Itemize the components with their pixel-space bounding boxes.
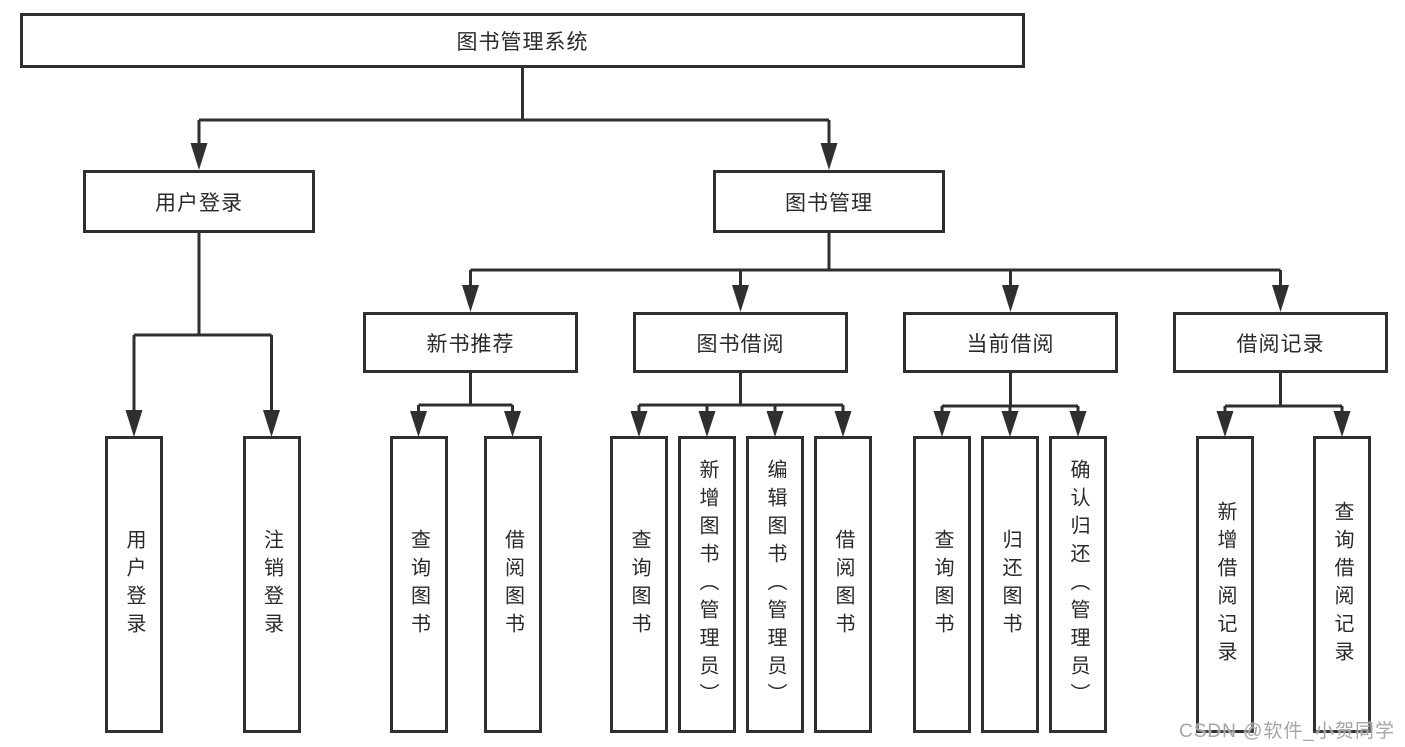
leaf-label: 查询图书 [931, 528, 953, 641]
leaf-edit-books-admin: 编辑图书（管理员） [746, 436, 804, 733]
leaf-add-borrow-record: 新增借阅记录 [1196, 436, 1254, 733]
connector-book-borrow-children [630, 373, 852, 437]
leaf-label: 注销登录 [260, 528, 283, 641]
node-current-borrowing: 当前借阅 [903, 312, 1118, 373]
leaf-label: 查询图书 [407, 528, 430, 641]
node-book-management: 图书管理 [713, 170, 945, 233]
node-user-login: 用户登录 [83, 170, 315, 233]
leaf-label: 用户登录 [123, 528, 145, 641]
leaf-query-books-recommend: 查询图书 [389, 436, 448, 733]
node-new-book-recommendation: 新书推荐 [363, 312, 578, 373]
leaf-return-books: 归还图书 [981, 436, 1039, 733]
leaf-add-books-admin: 新增图书（管理员） [678, 436, 736, 733]
leaf-borrow-books: 借阅图书 [814, 436, 872, 733]
leaf-label: 编辑图书（管理员） [764, 458, 786, 711]
leaf-label: 借阅图书 [832, 528, 854, 641]
leaf-user-login: 用户登录 [105, 436, 163, 733]
node-borrowing-records: 借阅记录 [1173, 312, 1388, 373]
leaf-label: 确认归还（管理员） [1067, 458, 1089, 711]
connector-user-login-children [125, 233, 280, 437]
leaf-label: 新增图书（管理员） [696, 458, 718, 711]
leaf-label: 查询借阅记录 [1331, 500, 1353, 669]
watermark: CSDN @软件_小贺同学 [1179, 721, 1395, 742]
leaf-confirm-return-admin: 确认归还（管理员） [1049, 436, 1107, 733]
leaf-query-borrow-record: 查询借阅记录 [1313, 436, 1371, 733]
connector-new-book-children [410, 373, 521, 437]
leaf-label: 借阅图书 [501, 528, 524, 641]
connector-root-to-level2 [190, 68, 838, 170]
connector-book-management-children [462, 233, 1289, 312]
connector-current-borrow-children [933, 373, 1087, 437]
leaf-query-books-borrow: 查询图书 [610, 436, 668, 733]
node-book-borrowing: 图书借阅 [633, 312, 848, 373]
leaf-label: 归还图书 [999, 528, 1021, 641]
leaf-query-books-current: 查询图书 [913, 436, 971, 733]
leaf-logout: 注销登录 [242, 436, 301, 733]
connector-borrow-records-children [1216, 373, 1351, 437]
leaf-label: 查询图书 [628, 528, 650, 641]
leaf-borrow-books-recommend: 借阅图书 [483, 436, 542, 733]
node-library-system: 图书管理系统 [20, 13, 1025, 68]
leaf-label: 新增借阅记录 [1214, 500, 1236, 669]
